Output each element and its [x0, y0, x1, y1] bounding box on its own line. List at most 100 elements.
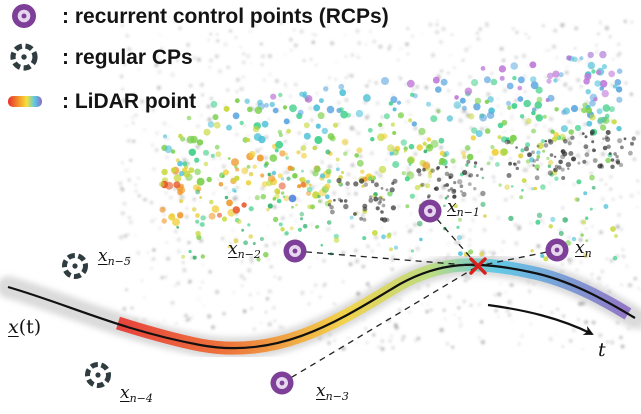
lidar-point	[480, 201, 486, 207]
lidar-point-gray	[199, 113, 203, 117]
lidar-point-dark	[608, 152, 612, 156]
lidar-point-dark	[336, 177, 342, 184]
lidar-point-gray	[578, 238, 583, 242]
lidar-point-gray	[214, 168, 216, 170]
lidar-point-gray	[572, 182, 576, 187]
lidar-point	[172, 218, 180, 227]
lidar-point	[286, 128, 291, 134]
lidar-point	[194, 168, 201, 176]
lidar-point-gray	[284, 83, 287, 86]
lidar-point-gray	[616, 53, 621, 58]
lidar-point-gray	[155, 55, 159, 59]
lidar-point-dark	[475, 174, 479, 177]
lidar-point-dark	[452, 194, 457, 199]
lidar-point-gray	[202, 263, 205, 266]
lidar-point-gray	[212, 192, 215, 195]
lidar-point-gray	[201, 281, 204, 283]
lidar-point	[426, 101, 431, 107]
lidar-point-gray	[524, 33, 527, 35]
lidar-point-gray	[606, 340, 609, 344]
lidar-point-gray	[596, 276, 602, 281]
lidar-point-gray	[606, 284, 609, 287]
lidar-point-gray	[365, 84, 369, 88]
lidar-point-gray	[612, 58, 615, 61]
lidar-point-gray	[514, 223, 518, 227]
lidar-point-gray	[472, 196, 475, 199]
lidar-point-gray	[356, 291, 361, 296]
lidar-point-gray	[163, 319, 166, 322]
legend-lidar: : LiDAR point	[0, 88, 480, 118]
lidar-point-gray	[249, 259, 254, 264]
lidar-point	[504, 184, 510, 190]
lidar-point	[208, 212, 216, 220]
lidar-point-gray	[629, 92, 634, 96]
lidar-point-gray	[239, 46, 242, 49]
lidar-point	[226, 199, 233, 207]
lidar-point	[327, 199, 333, 204]
lidar-point	[234, 165, 238, 169]
lidar-point-gray	[260, 186, 265, 191]
lidar-point-dark	[605, 130, 611, 135]
lidar-point-gray	[497, 292, 502, 297]
lidar-point-gray	[334, 78, 338, 81]
lidar-point	[468, 249, 474, 255]
lidar-point-gray	[346, 172, 351, 177]
lidar-point	[388, 192, 392, 196]
lidar-point-gray	[223, 42, 228, 47]
lidar-point-gray	[621, 254, 625, 258]
lidar-point	[161, 168, 168, 176]
lidar-point-gray	[186, 43, 191, 47]
lidar-point	[392, 107, 397, 112]
lidar-point	[232, 206, 240, 214]
lidar-point-gray	[589, 171, 593, 175]
lidar-point	[579, 56, 584, 61]
lidar-point-gray	[372, 333, 376, 337]
lidar-point-dark	[610, 164, 615, 169]
lidar-point	[594, 80, 601, 87]
lidar-point-gray	[192, 56, 196, 60]
lidar-point	[546, 78, 552, 84]
lidar-point	[427, 144, 432, 149]
lidar-point	[602, 104, 611, 112]
lidar-point	[554, 176, 559, 181]
lidar-point-dark	[359, 216, 363, 221]
lidar-point	[188, 249, 192, 254]
lidar-point	[291, 205, 294, 209]
lidar-point-gray	[625, 264, 629, 268]
lidar-point	[278, 132, 283, 138]
lidar-point-gray	[369, 30, 372, 33]
lidar-point-gray	[299, 199, 302, 202]
lidar-point-gray	[347, 336, 350, 340]
lidar-point-gray	[132, 139, 136, 143]
lidar-point	[580, 233, 584, 237]
legend-lidar-label: LiDAR point	[74, 90, 197, 113]
lidar-point-gray	[368, 286, 371, 289]
lidar-point-gray	[561, 206, 565, 210]
lidar-point-gray	[152, 248, 156, 252]
lidar-point-gray	[308, 106, 312, 110]
lidar-point	[341, 138, 349, 146]
lidar-point-gray	[619, 227, 624, 232]
lidar-point-gray	[413, 222, 418, 227]
lidar-point	[323, 86, 329, 92]
lidar-point-gray	[390, 334, 394, 338]
lidar-point	[226, 124, 232, 131]
lidar-point	[285, 156, 289, 160]
legend-regular-label: regular CPs	[74, 46, 193, 69]
lidar-point-gray	[158, 227, 162, 230]
lidar-point-gray	[316, 257, 319, 259]
lidar-point-gray	[343, 82, 345, 85]
lidar-point-dark	[385, 217, 390, 222]
lidar-point	[313, 104, 321, 112]
lidar-point	[558, 231, 564, 236]
lidar-point-gray	[500, 113, 503, 115]
lidar-point-gray	[598, 333, 603, 338]
lidar-point-gray	[563, 82, 568, 87]
lidar-point-gray	[431, 104, 433, 107]
lidar-point	[288, 194, 297, 203]
lidar-point	[498, 65, 506, 73]
lidar-point-gray	[366, 244, 370, 248]
lidar-point	[581, 219, 587, 225]
lidar-point-gray	[477, 193, 481, 197]
lidar-point-gray	[514, 55, 518, 60]
